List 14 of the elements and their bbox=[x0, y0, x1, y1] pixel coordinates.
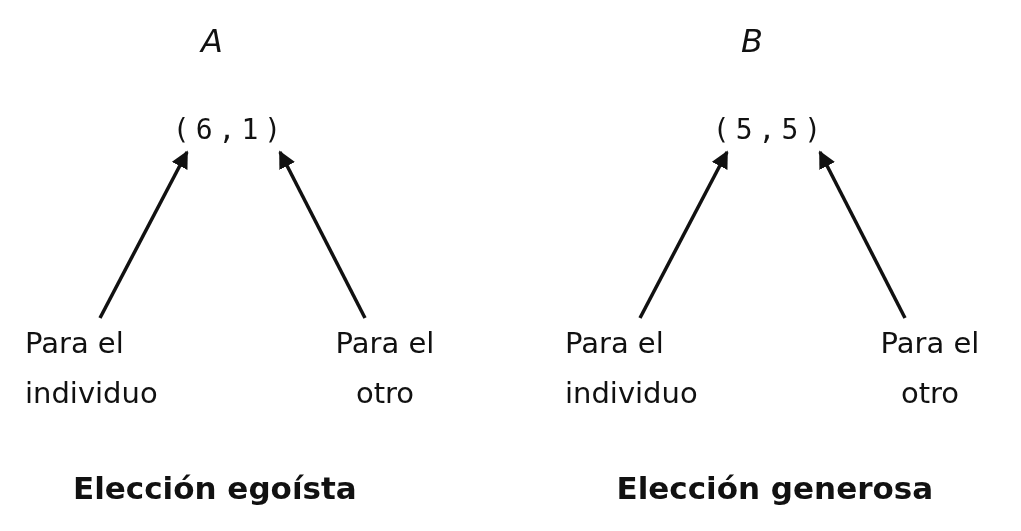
recipient-label: Para el otro bbox=[334, 325, 436, 412]
recipient-label: Para el otro bbox=[879, 325, 981, 412]
recipient-label: Para el individuo bbox=[565, 325, 699, 412]
arrow bbox=[98, 150, 189, 319]
payoff-pair: (6,1) bbox=[171, 112, 289, 148]
choice-letter: B bbox=[741, 22, 763, 60]
arrow bbox=[638, 150, 729, 319]
choice-caption: Elección generosa bbox=[616, 470, 934, 506]
recipient-label: Para el individuo bbox=[25, 325, 159, 412]
choice-letter: A bbox=[201, 22, 223, 60]
arrow bbox=[278, 150, 367, 319]
choice-caption: Elección egoísta bbox=[73, 470, 357, 506]
arrow bbox=[818, 150, 907, 319]
payoff-pair: (5,5) bbox=[711, 112, 829, 148]
